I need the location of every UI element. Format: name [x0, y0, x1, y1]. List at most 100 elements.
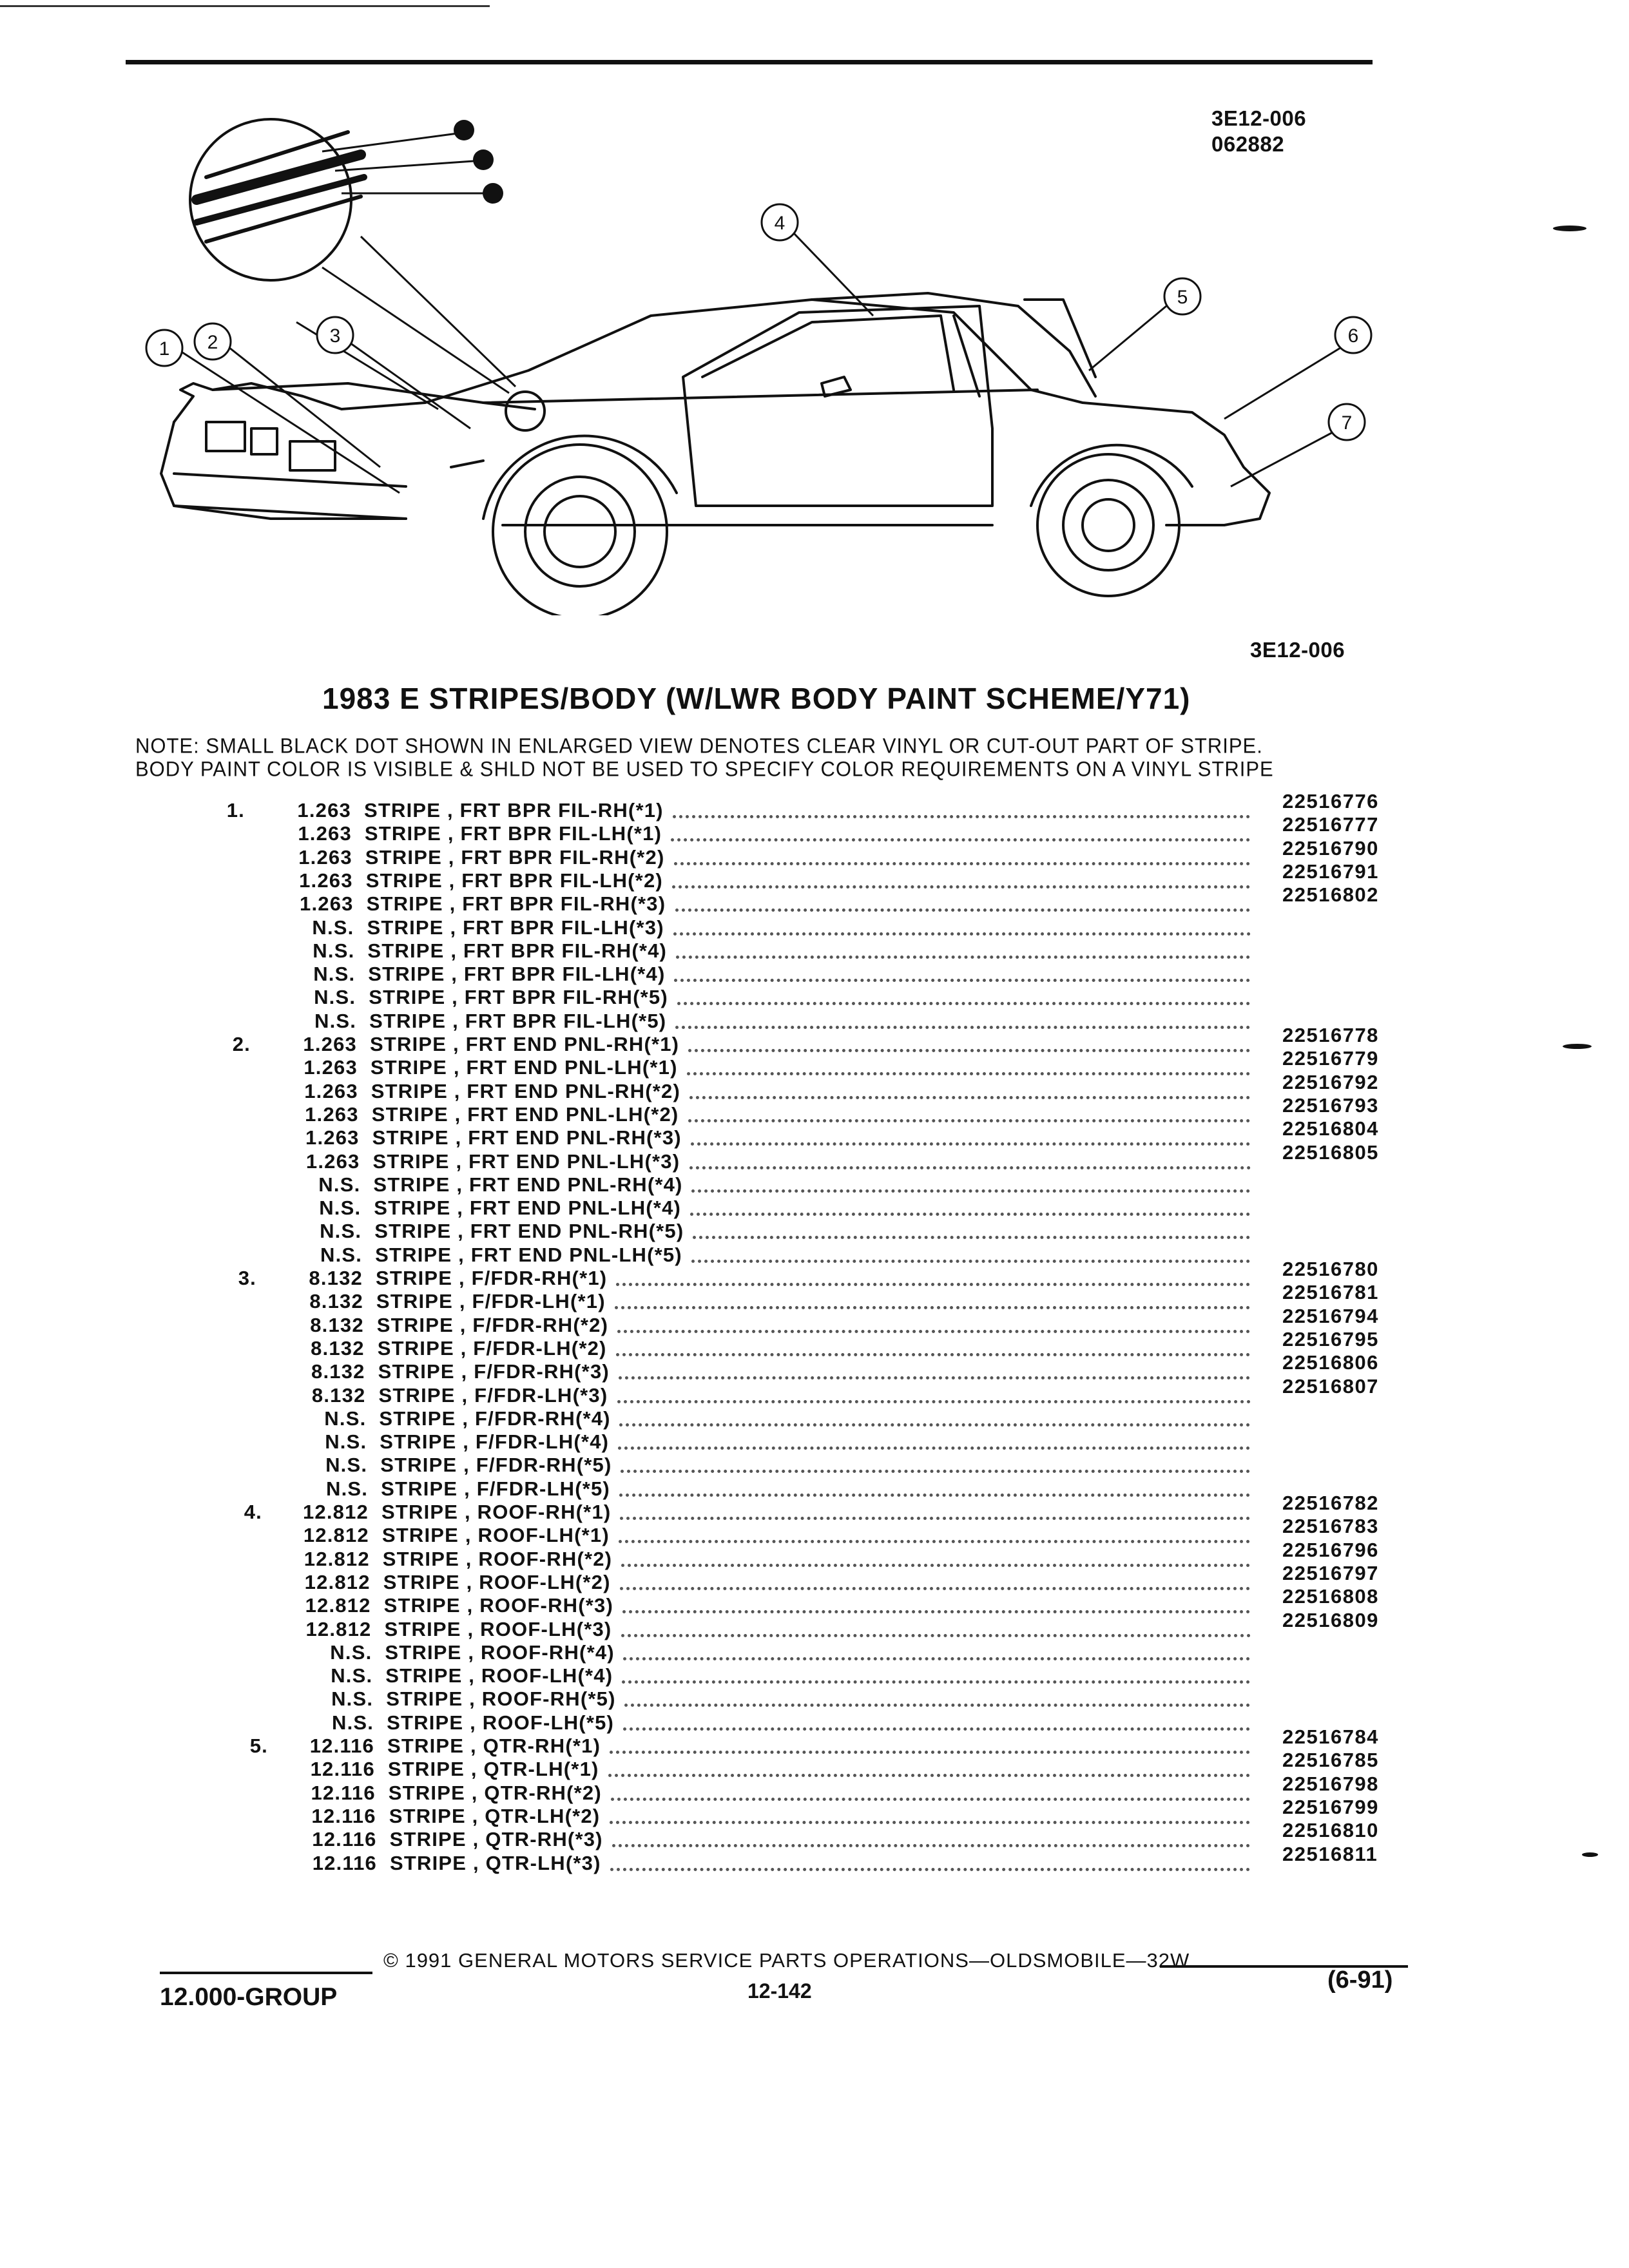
leader-dots [690, 1142, 1250, 1146]
description: STRIPE , ROOF-LH(*5) [387, 1711, 615, 1734]
scan-edge-line [0, 5, 490, 7]
quantity: N.S. [331, 1687, 374, 1711]
description: STRIPE , ROOF-LH(*2) [383, 1570, 611, 1593]
part-number: 22516790 [1282, 836, 1379, 860]
callout-label: 2 [207, 332, 218, 353]
rear-wheel [1036, 453, 1181, 597]
parts-row: N.S.STRIPE , ROOF-LH(*4) [227, 1664, 1418, 1687]
parts-row: N.S.STRIPE , FRT END PNL-RH(*4) [215, 1173, 1418, 1196]
item-number: 4. [244, 1501, 262, 1523]
description: STRIPE , ROOF-LH(*4) [385, 1664, 613, 1687]
description: STRIPE , FRT BPR FIL-RH(*2) [365, 845, 665, 869]
description: STRIPE , ROOF-LH(*1) [381, 1524, 610, 1547]
leader-dots [686, 1072, 1250, 1076]
quantity: N.S. [324, 1407, 367, 1430]
callout-label: 7 [1342, 412, 1353, 434]
parts-row: N.S.STRIPE , F/FDR-LH(*4) [222, 1430, 1418, 1454]
description: STRIPE , ROOF-LH(*3) [384, 1617, 612, 1640]
callout-2 [193, 322, 232, 361]
item-number: 1. [226, 799, 245, 822]
description: STRIPE , QTR-RH(*1) [387, 1735, 601, 1757]
quantity: N.S. [325, 1454, 368, 1477]
part-number: 22516811 [1282, 1842, 1378, 1865]
parts-row: N.S.STRIPE , FRT END PNL-LH(*5) [217, 1244, 1418, 1267]
description: STRIPE , FRT BPR FIL-LH(*3) [367, 916, 664, 939]
callout-label: 1 [159, 338, 170, 360]
leader-dots [673, 932, 1251, 936]
footer-rule-left [160, 1972, 372, 1974]
quantity: 8.132 [309, 1267, 363, 1289]
description: STRIPE , F/FDR-RH(*3) [378, 1360, 610, 1383]
leader-dots [618, 1376, 1250, 1380]
leader-dots [620, 1517, 1250, 1520]
parts-row: N.S.STRIPE , ROOF-RH(*5) [228, 1687, 1418, 1711]
leader-dots [615, 1352, 1250, 1356]
description: STRIPE , FRT END PNL-LH(*5) [375, 1243, 682, 1266]
description: STRIPE , FRT BPR FIL-LH(*2) [365, 869, 663, 892]
description: STRIPE , FRT BPR FIL-LH(*5) [369, 1009, 667, 1032]
leader-dots [619, 1586, 1250, 1590]
callout-5 [1163, 277, 1202, 316]
part-number: 22516805 [1282, 1140, 1379, 1164]
part-number: 22516785 [1282, 1749, 1379, 1772]
leader-dots [671, 885, 1250, 889]
quantity: 8.132 [311, 1360, 365, 1383]
part-number: 22516809 [1282, 1608, 1379, 1631]
part-number: 22516778 [1282, 1024, 1379, 1046]
description: STRIPE , FRT END PNL-LH(*3) [372, 1149, 680, 1173]
page-number: 12-142 [747, 1979, 812, 2003]
leader-dots [618, 1540, 1250, 1544]
parts-row: N.S.STRIPE , ROOF-RH(*4) [227, 1641, 1418, 1664]
part-number: 22516804 [1282, 1117, 1379, 1140]
description: STRIPE , ROOF-RH(*2) [382, 1547, 613, 1570]
description: STRIPE , F/FDR-LH(*3) [378, 1383, 608, 1407]
front-wheel [492, 443, 668, 615]
part-number: 22516782 [1282, 1492, 1379, 1514]
quantity: 12.116 [311, 1804, 376, 1827]
part-number: 22516808 [1282, 1585, 1379, 1608]
leader-dots [675, 908, 1250, 912]
quantity: 12.116 [312, 1851, 377, 1874]
description: STRIPE , FRT BPR FIL-RH(*4) [367, 939, 668, 962]
quantity: 1.263 [305, 1102, 359, 1126]
quantity: 1.263 [298, 845, 352, 869]
quantity: N.S. [330, 1640, 372, 1664]
parts-row: N.S.STRIPE , FRT END PNL-LH(*4) [216, 1196, 1418, 1220]
leader-dots [689, 1166, 1251, 1169]
leader-dots [691, 1189, 1251, 1193]
leader-dots [689, 1095, 1250, 1099]
description: STRIPE , QTR-LH(*3) [390, 1851, 601, 1874]
quantity: 12.116 [309, 1735, 374, 1757]
description: STRIPE , QTR-RH(*2) [388, 1781, 602, 1804]
leader-dots [621, 1633, 1251, 1637]
part-number: 22516783 [1282, 1515, 1379, 1538]
part-number: 22516779 [1282, 1047, 1379, 1070]
stripe-dot [473, 149, 494, 170]
description: STRIPE , FRT END PNL-RH(*2) [371, 1079, 680, 1102]
part-number: 22516793 [1282, 1093, 1379, 1117]
parts-row: N.S.STRIPE , F/FDR-RH(*5) [222, 1454, 1418, 1477]
leader-dots [674, 979, 1251, 983]
header-rule [126, 60, 1373, 64]
part-number: 22516777 [1282, 813, 1379, 836]
quantity: N.S. [320, 1220, 362, 1243]
quantity: N.S. [312, 916, 354, 939]
callout-3 [316, 316, 354, 354]
leader-dots [614, 1306, 1250, 1310]
description: STRIPE , FRT BPR FIL-RH(*5) [369, 986, 668, 1009]
description: STRIPE , F/FDR-LH(*2) [377, 1336, 607, 1360]
item-number: 3. [238, 1267, 256, 1289]
quantity: N.S. [325, 1430, 367, 1454]
